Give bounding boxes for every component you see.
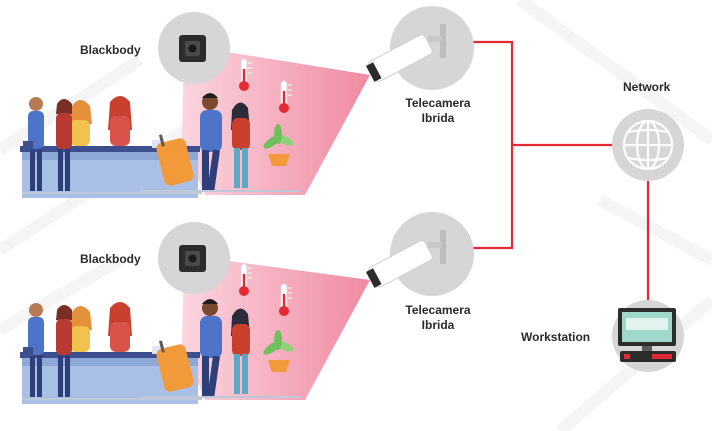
- globe-network-icon: [622, 119, 674, 171]
- network-links: [446, 40, 650, 305]
- thermal-camera-icon: [365, 230, 446, 288]
- thermal-camera-icon: [365, 24, 446, 82]
- workstation-monitor-icon: [618, 308, 676, 362]
- camera-label-top-line2: Ibrida: [421, 111, 455, 125]
- field-of-view-bottom: [182, 255, 370, 400]
- camera-circle-top: [390, 6, 474, 90]
- field-of-view-top: [182, 45, 370, 195]
- blackbody-label-top: Blackbody: [80, 43, 141, 57]
- camera-label-top: Telecamera Ibrida: [400, 96, 476, 126]
- blackbody-sensor-icon: [179, 35, 206, 62]
- camera-label-bottom-line1: Telecamera: [405, 303, 471, 317]
- workstation-label: Workstation: [521, 330, 591, 344]
- camera-label-bottom: Telecamera Ibrida: [400, 303, 476, 333]
- network-label: Network: [623, 80, 671, 94]
- blackbody-sensor-icon: [179, 245, 206, 272]
- camera-circle-bottom: [390, 212, 474, 296]
- blackbody-label-bottom: Blackbody: [80, 252, 141, 266]
- camera-label-top-line1: Telecamera: [405, 96, 471, 110]
- camera-label-bottom-line2: Ibrida: [421, 318, 455, 332]
